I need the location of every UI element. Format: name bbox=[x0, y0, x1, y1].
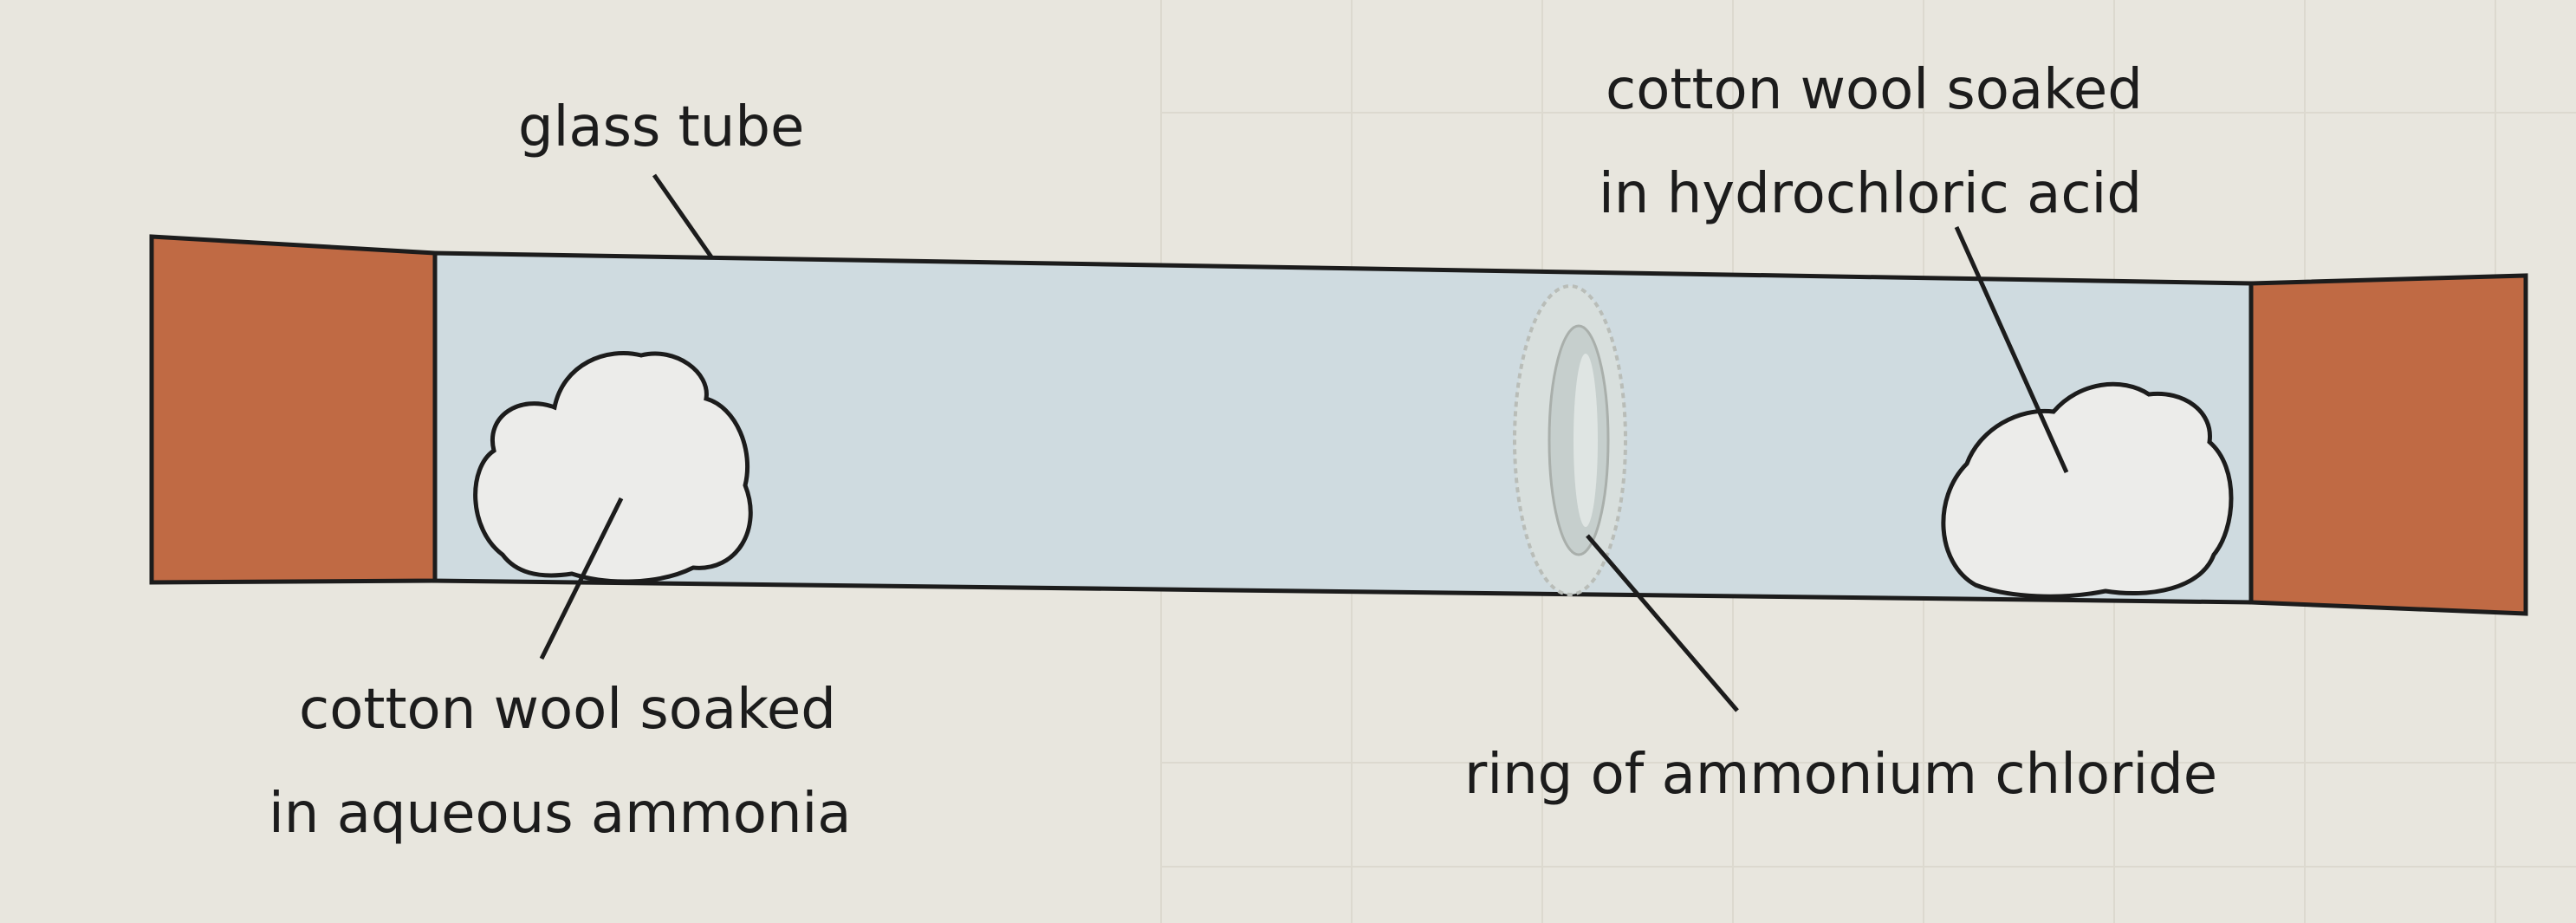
leader-hcl bbox=[1954, 225, 2069, 474]
leader-ring bbox=[1586, 534, 1739, 712]
leader-glass-tube bbox=[652, 173, 715, 260]
right-stopper bbox=[2248, 273, 2528, 616]
ammonium-chloride-ring bbox=[1513, 284, 1627, 596]
cotton-wool-hcl bbox=[1941, 381, 2234, 599]
label-ring: ring of ammonium chloride bbox=[1464, 743, 2217, 807]
label-ammonia-line1: cotton wool soaked bbox=[299, 678, 836, 742]
left-stopper bbox=[149, 234, 438, 585]
label-hcl-line2: in hydrochloric acid bbox=[1599, 162, 2142, 226]
leader-ammonia bbox=[539, 497, 624, 660]
cotton-wool-ammonia bbox=[473, 351, 753, 584]
label-ammonia-line2: in aqueous ammonia bbox=[269, 782, 852, 846]
label-hcl-line1: cotton wool soaked bbox=[1606, 58, 2143, 122]
label-glass-tube: glass tube bbox=[518, 95, 804, 159]
